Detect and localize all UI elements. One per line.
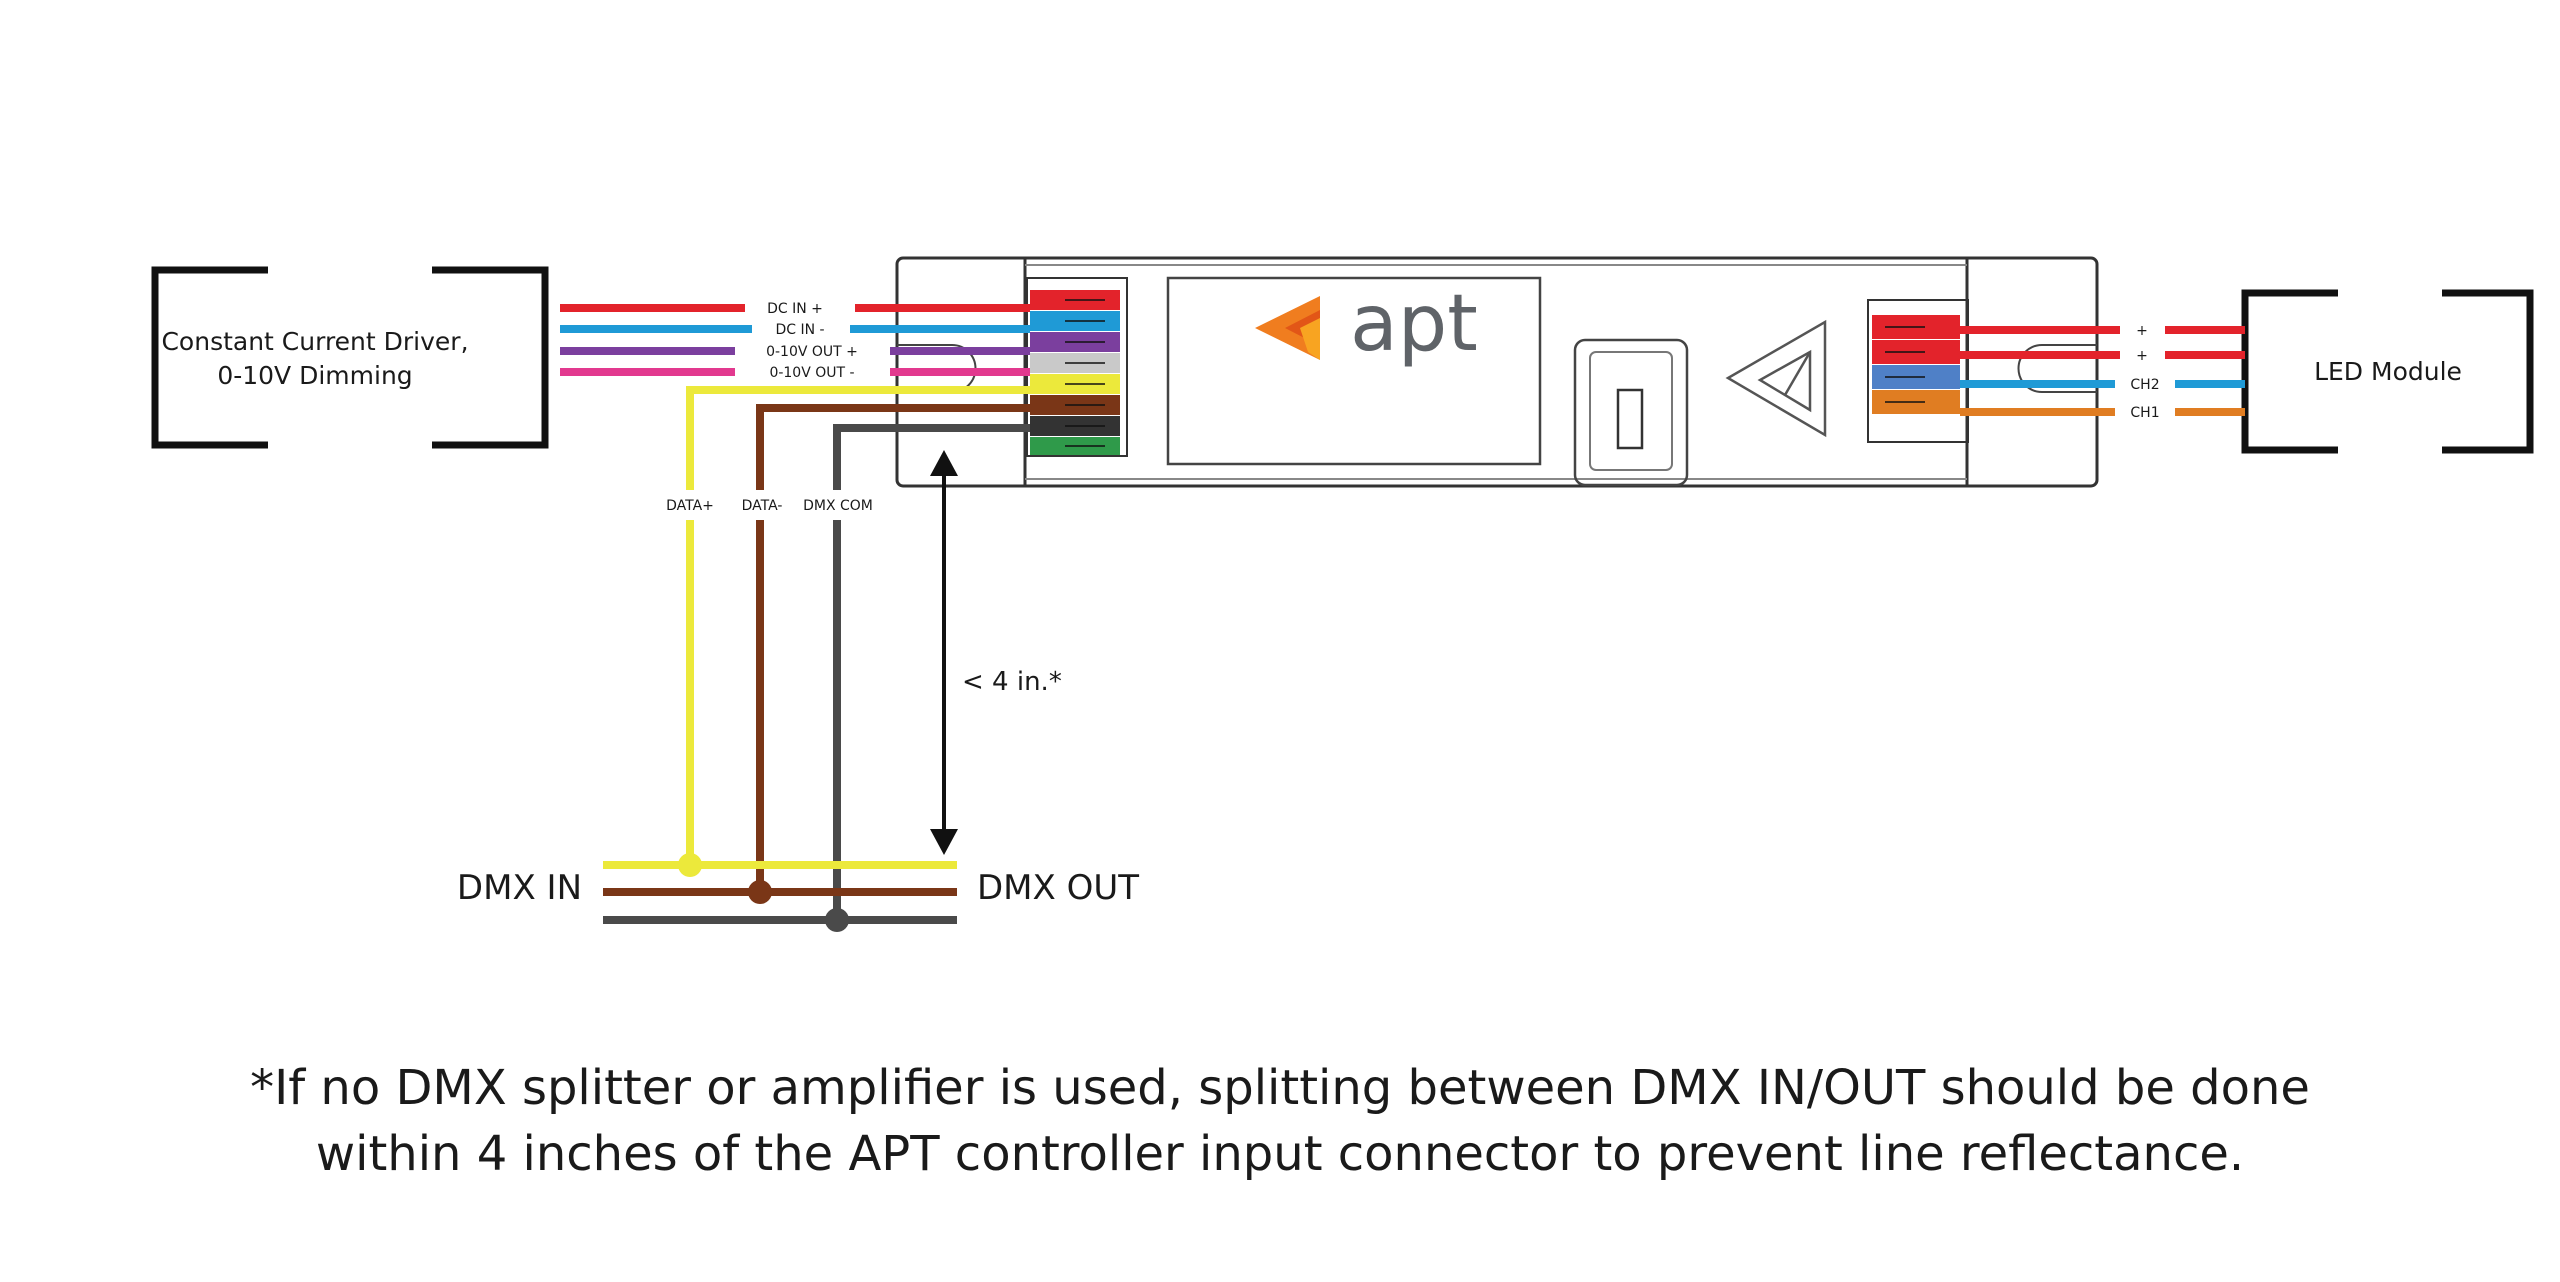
label-out-plus-2: +	[2136, 348, 2148, 364]
footnote: *If no DMX splitter or amplifier is used…	[0, 1055, 2560, 1187]
output-terminal-block	[1867, 299, 1969, 443]
apt-logo-text: apt	[1350, 279, 1478, 369]
wire-data-minus	[756, 404, 1030, 892]
input-wires	[560, 304, 1030, 376]
label-ch1: CH1	[2130, 405, 2159, 421]
constant-current-driver-box	[151, 266, 549, 449]
junction-data-minus	[748, 880, 772, 904]
label-ch2: CH2	[2130, 377, 2159, 393]
footnote-line1: *If no DMX splitter or amplifier is used…	[250, 1060, 2310, 1116]
label-out-plus-1: +	[2136, 323, 2148, 339]
driver-label-line2: 0-10V Dimming	[217, 361, 412, 390]
input-terminal-block	[1026, 277, 1128, 457]
wire-dmx-com	[833, 424, 1030, 920]
label-dc-in-minus: DC IN -	[775, 322, 824, 338]
led-module-label: LED Module	[2314, 357, 2462, 386]
distance-label: < 4 in.*	[962, 667, 1062, 697]
dmx-out-label: DMX OUT	[977, 868, 1139, 908]
junction-data-plus	[678, 853, 702, 877]
led-module-box	[2241, 289, 2534, 454]
label-0-10v-out-plus: 0-10V OUT +	[766, 344, 858, 360]
label-dmx-com: DMX COM	[803, 498, 873, 514]
wire-data-plus	[686, 386, 1030, 865]
dmx-wires	[686, 386, 1030, 920]
output-wires	[1960, 326, 2245, 416]
dmx-bus	[603, 853, 957, 932]
footnote-line2: within 4 inches of the APT controller in…	[315, 1126, 2245, 1182]
label-dc-in-plus: DC IN +	[767, 301, 823, 317]
label-data-plus: DATA+	[666, 498, 714, 514]
junction-dmx-com	[825, 908, 849, 932]
driver-label-line1: Constant Current Driver,	[161, 327, 468, 356]
triangle-emblem-icon	[1725, 319, 1827, 438]
distance-arrow	[930, 450, 958, 855]
dmx-in-label: DMX IN	[457, 868, 582, 908]
label-data-minus: DATA-	[742, 498, 783, 514]
apt-logo-icon	[1255, 296, 1320, 360]
label-0-10v-out-minus: 0-10V OUT -	[769, 365, 854, 381]
